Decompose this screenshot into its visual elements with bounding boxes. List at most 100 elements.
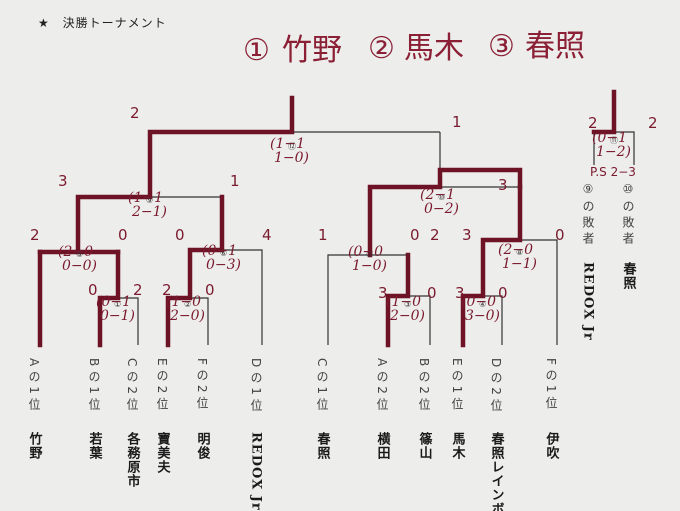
match-number: ⑫	[288, 142, 296, 151]
slot-team: 春照	[315, 431, 332, 460]
match-number: ①	[114, 300, 121, 309]
slot-team: 篠山	[417, 431, 433, 460]
match-score: (1−1	[128, 190, 163, 206]
match-side-score: 3	[58, 172, 68, 190]
match-note: P.S 2−3	[590, 165, 636, 179]
match-score: 0−1)	[100, 308, 135, 324]
match-number: ⑤	[76, 250, 83, 259]
match-number: ⑪	[610, 136, 618, 145]
match-score: (1−0	[386, 294, 421, 310]
podium-rank-1: ①	[243, 33, 270, 68]
slot-team: 横田	[375, 431, 391, 460]
match-side-score: 2	[648, 114, 658, 132]
match-side-score: 3	[462, 226, 472, 244]
match-side-score: 0	[555, 226, 565, 244]
slot-label: Aの2位	[375, 358, 389, 414]
match-number: ④	[479, 300, 486, 309]
match-score: 0−3)	[206, 257, 241, 273]
match-score: 0−2)	[424, 201, 459, 217]
slot-label: Cの2位	[125, 358, 139, 414]
match-side-score: 0	[205, 281, 215, 299]
match-side-score: 0	[175, 226, 185, 244]
slot-label: Fの1位	[544, 358, 558, 413]
match-side-score: 2	[133, 281, 143, 299]
match-score: (2−1	[420, 187, 455, 203]
slot-label: ⑨の敗者	[581, 182, 595, 248]
match-side-score: 0	[118, 226, 128, 244]
match-score: 0−0)	[62, 258, 97, 274]
match-side-score: 2	[430, 226, 440, 244]
winner-paths	[37, 89, 617, 348]
slot-team: 寶美夫	[155, 431, 171, 474]
podium-team-2: 馬木	[404, 31, 464, 66]
match-score: (0−0	[348, 244, 383, 260]
podium: ① 竹野 ② 馬木 ③ 春照	[243, 29, 585, 68]
slot-team: 竹野	[27, 431, 44, 460]
slot-label: Fの2位	[195, 358, 209, 413]
podium-team-3: 春照	[525, 29, 585, 64]
slot-team: 伊吹	[544, 431, 561, 460]
match-number: ⑥	[220, 249, 227, 258]
match-score: (1−1	[270, 136, 305, 152]
match-side-score: 2	[130, 104, 140, 122]
slot-team: 若葉	[87, 431, 104, 460]
match-side-score: 0	[427, 284, 437, 302]
match-side-score: 3	[455, 284, 465, 302]
match-side-score: 0	[88, 281, 98, 299]
slot-team: 春照レインボー	[489, 431, 506, 511]
match-number: ⑧	[516, 248, 523, 257]
match-score: 2−1)	[131, 204, 167, 220]
match-side-score: 4	[262, 226, 272, 244]
match-number: ⑩	[438, 193, 445, 202]
match-score: 1−1)	[502, 256, 537, 272]
slot-label: Dの1位	[249, 358, 263, 415]
match-score: (2−0	[58, 244, 93, 260]
match-score: (0−1	[202, 243, 237, 259]
slot-team: 春照	[621, 261, 638, 290]
page-heading: ★ 決勝トーナメント	[38, 14, 167, 31]
match-score: (0−0	[461, 294, 496, 310]
podium-rank-2: ②	[368, 31, 395, 66]
match-score: 2−0)	[169, 308, 205, 324]
match-side-score: 1	[318, 226, 328, 244]
match-score: 1−0)	[274, 150, 309, 166]
match-side-score: 0	[410, 226, 420, 244]
match-side-score: 3	[498, 176, 508, 194]
star-icon: ★	[38, 16, 50, 30]
match-side-score: 3	[378, 284, 388, 302]
match-side-score: 1	[230, 172, 240, 190]
slot-label: ⑩の敗者	[621, 182, 635, 248]
slot-team: 馬木	[450, 432, 467, 460]
match-score: (0−1	[96, 294, 131, 310]
match-side-score: 0	[498, 284, 508, 302]
slot-team: REDOX Jr	[581, 262, 596, 341]
slot-label: Aの1位	[27, 358, 41, 414]
match-side-score: 2	[30, 226, 40, 244]
slot-label: Cの1位	[315, 358, 329, 414]
match-score: 1−2)	[596, 144, 631, 160]
slot-label: Bの1位	[87, 358, 101, 414]
heading-title: 決勝トーナメント	[62, 16, 167, 30]
match-number: ②	[184, 300, 191, 309]
slot-team: REDOX Jr	[249, 432, 264, 511]
podium-rank-3: ③	[488, 29, 515, 64]
slot-label: Eの1位	[450, 358, 464, 413]
slot-team: 各務原市	[125, 431, 142, 488]
slot-label: Bの2位	[417, 358, 431, 414]
match-score: 3−0)	[465, 308, 500, 324]
match-score: (1−0	[166, 294, 201, 310]
match-number: ③	[404, 300, 411, 309]
match-number: ⑦	[366, 250, 373, 259]
match-score: (2−0	[498, 242, 533, 258]
match-side-score: 2	[162, 281, 172, 299]
slot-layer: Aの1位竹野Bの1位若葉Cの2位各務原市Eの2位寶美夫Fの2位明俊Dの1位RED…	[27, 182, 638, 511]
match-score: 2−0)	[389, 308, 425, 324]
match-score: (0−1	[592, 130, 627, 146]
slot-label: Eの2位	[155, 358, 169, 413]
slot-label: Dの2位	[489, 358, 503, 415]
match-side-score: 2	[588, 114, 598, 132]
podium-team-1: 竹野	[282, 33, 342, 68]
match-score: 1−0)	[352, 258, 387, 274]
